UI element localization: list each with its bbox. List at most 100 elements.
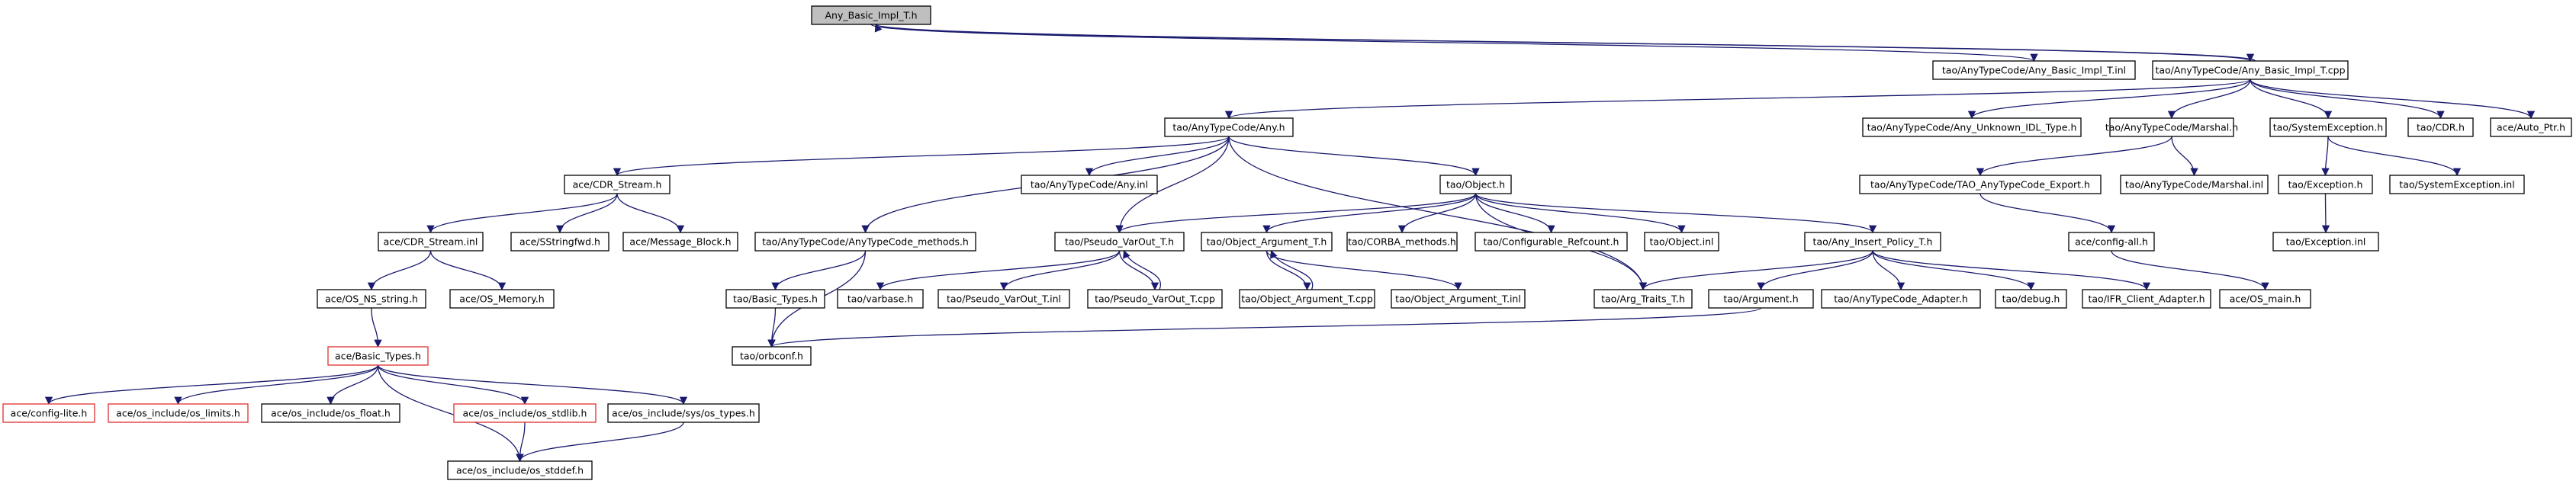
node-label: ace/config-all.h (2075, 236, 2148, 248)
node-label: tao/AnyTypeCode/Any_Basic_Impl_T.inl (1942, 65, 2126, 76)
node-label: tao/AnyTypeCode/TAO_AnyTypeCode_Export.h (1870, 179, 2090, 191)
node-label: ace/CDR_Stream.inl (384, 236, 478, 248)
node-tao-debug-h[interactable]: tao/debug.h (1995, 289, 2067, 309)
node-ace-cdr-stream-inl[interactable]: ace/CDR_Stream.inl (378, 232, 484, 252)
node-label: ace/os_include/os_float.h (271, 408, 391, 419)
node-label: tao/Exception.h (2288, 179, 2363, 191)
node-label: tao/Object_Argument_T.h (1207, 236, 1327, 248)
node-tao-systemexception-h[interactable]: tao/SystemException.h (2269, 117, 2387, 137)
node-tao-systemexception-inl[interactable]: tao/SystemException.inl (2389, 175, 2525, 194)
node-tao-corba-methods-h[interactable]: tao/CORBA_methods.h (1346, 232, 1458, 252)
node-label: ace/Auto_Ptr.h (2497, 122, 2565, 133)
node-tao-ifr-client-adapter-h[interactable]: tao/IFR_Client_Adapter.h (2082, 289, 2211, 309)
node-tao-any-insert-policy-t-h[interactable]: tao/Any_Insert_Policy_T.h (1804, 232, 1941, 252)
node-ace-os-memory-h[interactable]: ace/OS_Memory.h (449, 289, 555, 309)
node-ace-sstringfwd-h[interactable]: ace/SStringfwd.h (510, 232, 609, 252)
node-tao-anytypecode-any-basic-impl-t-inl[interactable]: tao/AnyTypeCode/Any_Basic_Impl_T.inl (1932, 60, 2136, 80)
node-tao-anytypecode-marshal-h[interactable]: tao/AnyTypeCode/Marshal.h (2105, 117, 2238, 137)
edge-any-basic-impl-t-h-to-tao-anytypecode-any-basic-impl-t-inl (870, 24, 2038, 63)
node-tao-cdr-h[interactable]: tao/CDR.h (2407, 117, 2474, 137)
node-label: tao/Basic_Types.h (733, 293, 818, 305)
node-label: tao/SystemException.inl (2399, 179, 2514, 191)
node-ace-os-include-os-float-h[interactable]: ace/os_include/os_float.h (261, 403, 400, 423)
edge-tao-anytypecode-tao-anytypecode-export-h-to-ace-config-all-h (1979, 193, 2116, 234)
node-label: tao/AnyTypeCode/Any.inl (1031, 179, 1148, 191)
node-tao-basic-types-h[interactable]: tao/Basic_Types.h (725, 289, 825, 309)
edge-tao-any-insert-policy-t-h-to-tao-debug-h (1872, 250, 2035, 291)
node-ace-basic-types-h[interactable]: ace/Basic_Types.h (327, 346, 429, 366)
node-tao-anytypecode-any-inl[interactable]: tao/AnyTypeCode/Any.inl (1021, 175, 1158, 194)
node-box (317, 289, 426, 309)
node-ace-os-include-sys-os-types-h[interactable]: ace/os_include/sys/os_types.h (607, 403, 760, 423)
node-tao-argument-h[interactable]: tao/Argument.h (1708, 289, 1814, 309)
node-ace-os-include-os-limits-h[interactable]: ace/os_include/os_limits.h (108, 403, 249, 423)
edge-tao-anytypecode-marshal-h-to-tao-anytypecode-marshal-inl (2171, 136, 2198, 177)
node-tao-anytypecode-anytypecode-methods-h[interactable]: tao/AnyTypeCode/AnyTypeCode_methods.h (754, 232, 976, 252)
edge-tao-anytypecode-any-h-to-ace-cdr-stream-h (613, 136, 1230, 177)
node-ace-os-main-h[interactable]: ace/OS_main.h (2219, 289, 2311, 309)
edge-tao-object-h-to-tao-pseudo-varout-t-h (1115, 193, 1477, 234)
node-label: tao/Argument.h (1723, 293, 1798, 305)
node-tao-pseudo-varout-t-inl[interactable]: tao/Pseudo_VarOut_T.inl (937, 289, 1070, 309)
node-box (1644, 232, 1719, 252)
node-box (937, 289, 1070, 309)
node-ace-os-include-os-stddef-h[interactable]: ace/os_include/os_stddef.h (447, 460, 593, 480)
node-tao-orbconf-h[interactable]: tao/orbconf.h (732, 346, 812, 366)
edge-tao-anytypecode-any-h-to-tao-arg-traits-t-h (1228, 136, 1648, 291)
node-ace-config-all-h[interactable]: ace/config-all.h (2068, 232, 2155, 252)
node-box (607, 403, 760, 423)
node-box (1439, 175, 1512, 194)
node-ace-config-lite-h[interactable]: ace/config-lite.h (2, 403, 95, 423)
node-tao-exception-inl[interactable]: tao/Exception.inl (2272, 232, 2379, 252)
node-box (327, 346, 429, 366)
node-tao-anytypecode-any-basic-impl-t-cpp[interactable]: tao/AnyTypeCode/Any_Basic_Impl_T.cpp (2152, 60, 2349, 80)
edge-tao-anytypecode-any-basic-impl-t-cpp-to-tao-anytypecode-any-h (1225, 79, 2251, 120)
edge-tao-any-insert-policy-t-h-to-tao-anytypecode-adapter-h (1872, 250, 1905, 291)
node-tao-anytypecode-tao-anytypecode-export-h[interactable]: tao/AnyTypeCode/TAO_AnyTypeCode_Export.h (1859, 175, 2102, 194)
node-label: tao/IFR_Client_Adapter.h (2088, 293, 2205, 305)
node-tao-configurable-refcount-h[interactable]: tao/Configurable_Refcount.h (1475, 232, 1628, 252)
node-tao-object-argument-t-inl[interactable]: tao/Object_Argument_T.inl (1391, 289, 1526, 309)
node-label: ace/CDR_Stream.h (573, 179, 662, 191)
node-ace-os-include-os-stdlib-h[interactable]: ace/os_include/os_stdlib.h (453, 403, 597, 423)
node-tao-object-argument-t-cpp[interactable]: tao/Object_Argument_T.cpp (1239, 289, 1375, 309)
node-tao-object-argument-t-h[interactable]: tao/Object_Argument_T.h (1201, 232, 1333, 252)
node-box (378, 232, 484, 252)
node-tao-anytypecode-adapter-h[interactable]: tao/AnyTypeCode_Adapter.h (1821, 289, 1981, 309)
node-tao-varbase-h[interactable]: tao/varbase.h (837, 289, 924, 309)
node-label: tao/AnyTypeCode/Marshal.h (2105, 122, 2238, 133)
node-tao-pseudo-varout-t-h[interactable]: tao/Pseudo_VarOut_T.h (1054, 232, 1185, 252)
node-tao-arg-traits-t-h[interactable]: tao/Arg_Traits_T.h (1594, 289, 1693, 309)
edge-tao-anytypecode-any-basic-impl-t-cpp-to-ace-auto-ptr-h (2250, 79, 2536, 120)
node-box (2269, 117, 2387, 137)
node-tao-anytypecode-marshal-inl[interactable]: tao/AnyTypeCode/Marshal.inl (2120, 175, 2269, 194)
node-label: tao/Pseudo_VarOut_T.h (1065, 236, 1174, 248)
node-tao-pseudo-varout-t-cpp[interactable]: tao/Pseudo_VarOut_T.cpp (1087, 289, 1223, 309)
node-label: ace/os_include/os_limits.h (116, 408, 240, 419)
node-tao-exception-h[interactable]: tao/Exception.h (2278, 175, 2373, 194)
node-ace-auto-ptr-h[interactable]: ace/Auto_Ptr.h (2490, 117, 2572, 137)
node-box (754, 232, 976, 252)
node-tao-anytypecode-any-h[interactable]: tao/AnyTypeCode/Any.h (1164, 117, 1294, 137)
edge-tao-systemexception-h-to-tao-exception-h (2321, 136, 2330, 177)
node-box (622, 232, 738, 252)
node-box (1995, 289, 2067, 309)
node-ace-cdr-stream-h[interactable]: ace/CDR_Stream.h (564, 175, 671, 194)
edge-tao-object-h-to-tao-any-insert-policy-t-h (1475, 193, 1877, 234)
node-box (732, 346, 812, 366)
node-any-basic-impl-t-h[interactable]: Any_Basic_Impl_T.h (811, 5, 931, 25)
node-box (2389, 175, 2525, 194)
node-tao-object-inl[interactable]: tao/Object.inl (1644, 232, 1719, 252)
edge-tao-anytypecode-any-h-to-tao-pseudo-varout-t-h (1115, 136, 1230, 234)
edge-ace-cdr-stream-h-to-ace-sstringfwd-h (555, 193, 618, 234)
node-ace-os-ns-string-h[interactable]: ace/OS_NS_string.h (317, 289, 426, 309)
edge-ace-basic-types-h-to-ace-config-lite-h (44, 364, 379, 405)
node-box (2082, 289, 2211, 309)
edge-tao-object-argument-t-h-to-tao-object-argument-t-cpp (1265, 250, 1311, 291)
node-box (1475, 232, 1628, 252)
node-tao-object-h[interactable]: tao/Object.h (1439, 175, 1512, 194)
node-label: tao/Object_Argument_T.cpp (1241, 293, 1373, 305)
node-label: ace/config-lite.h (11, 408, 88, 419)
node-tao-anytypecode-any-unknown-idl-type-h[interactable]: tao/AnyTypeCode/Any_Unknown_IDL_Type.h (1862, 117, 2082, 137)
node-ace-message-block-h[interactable]: ace/Message_Block.h (622, 232, 738, 252)
